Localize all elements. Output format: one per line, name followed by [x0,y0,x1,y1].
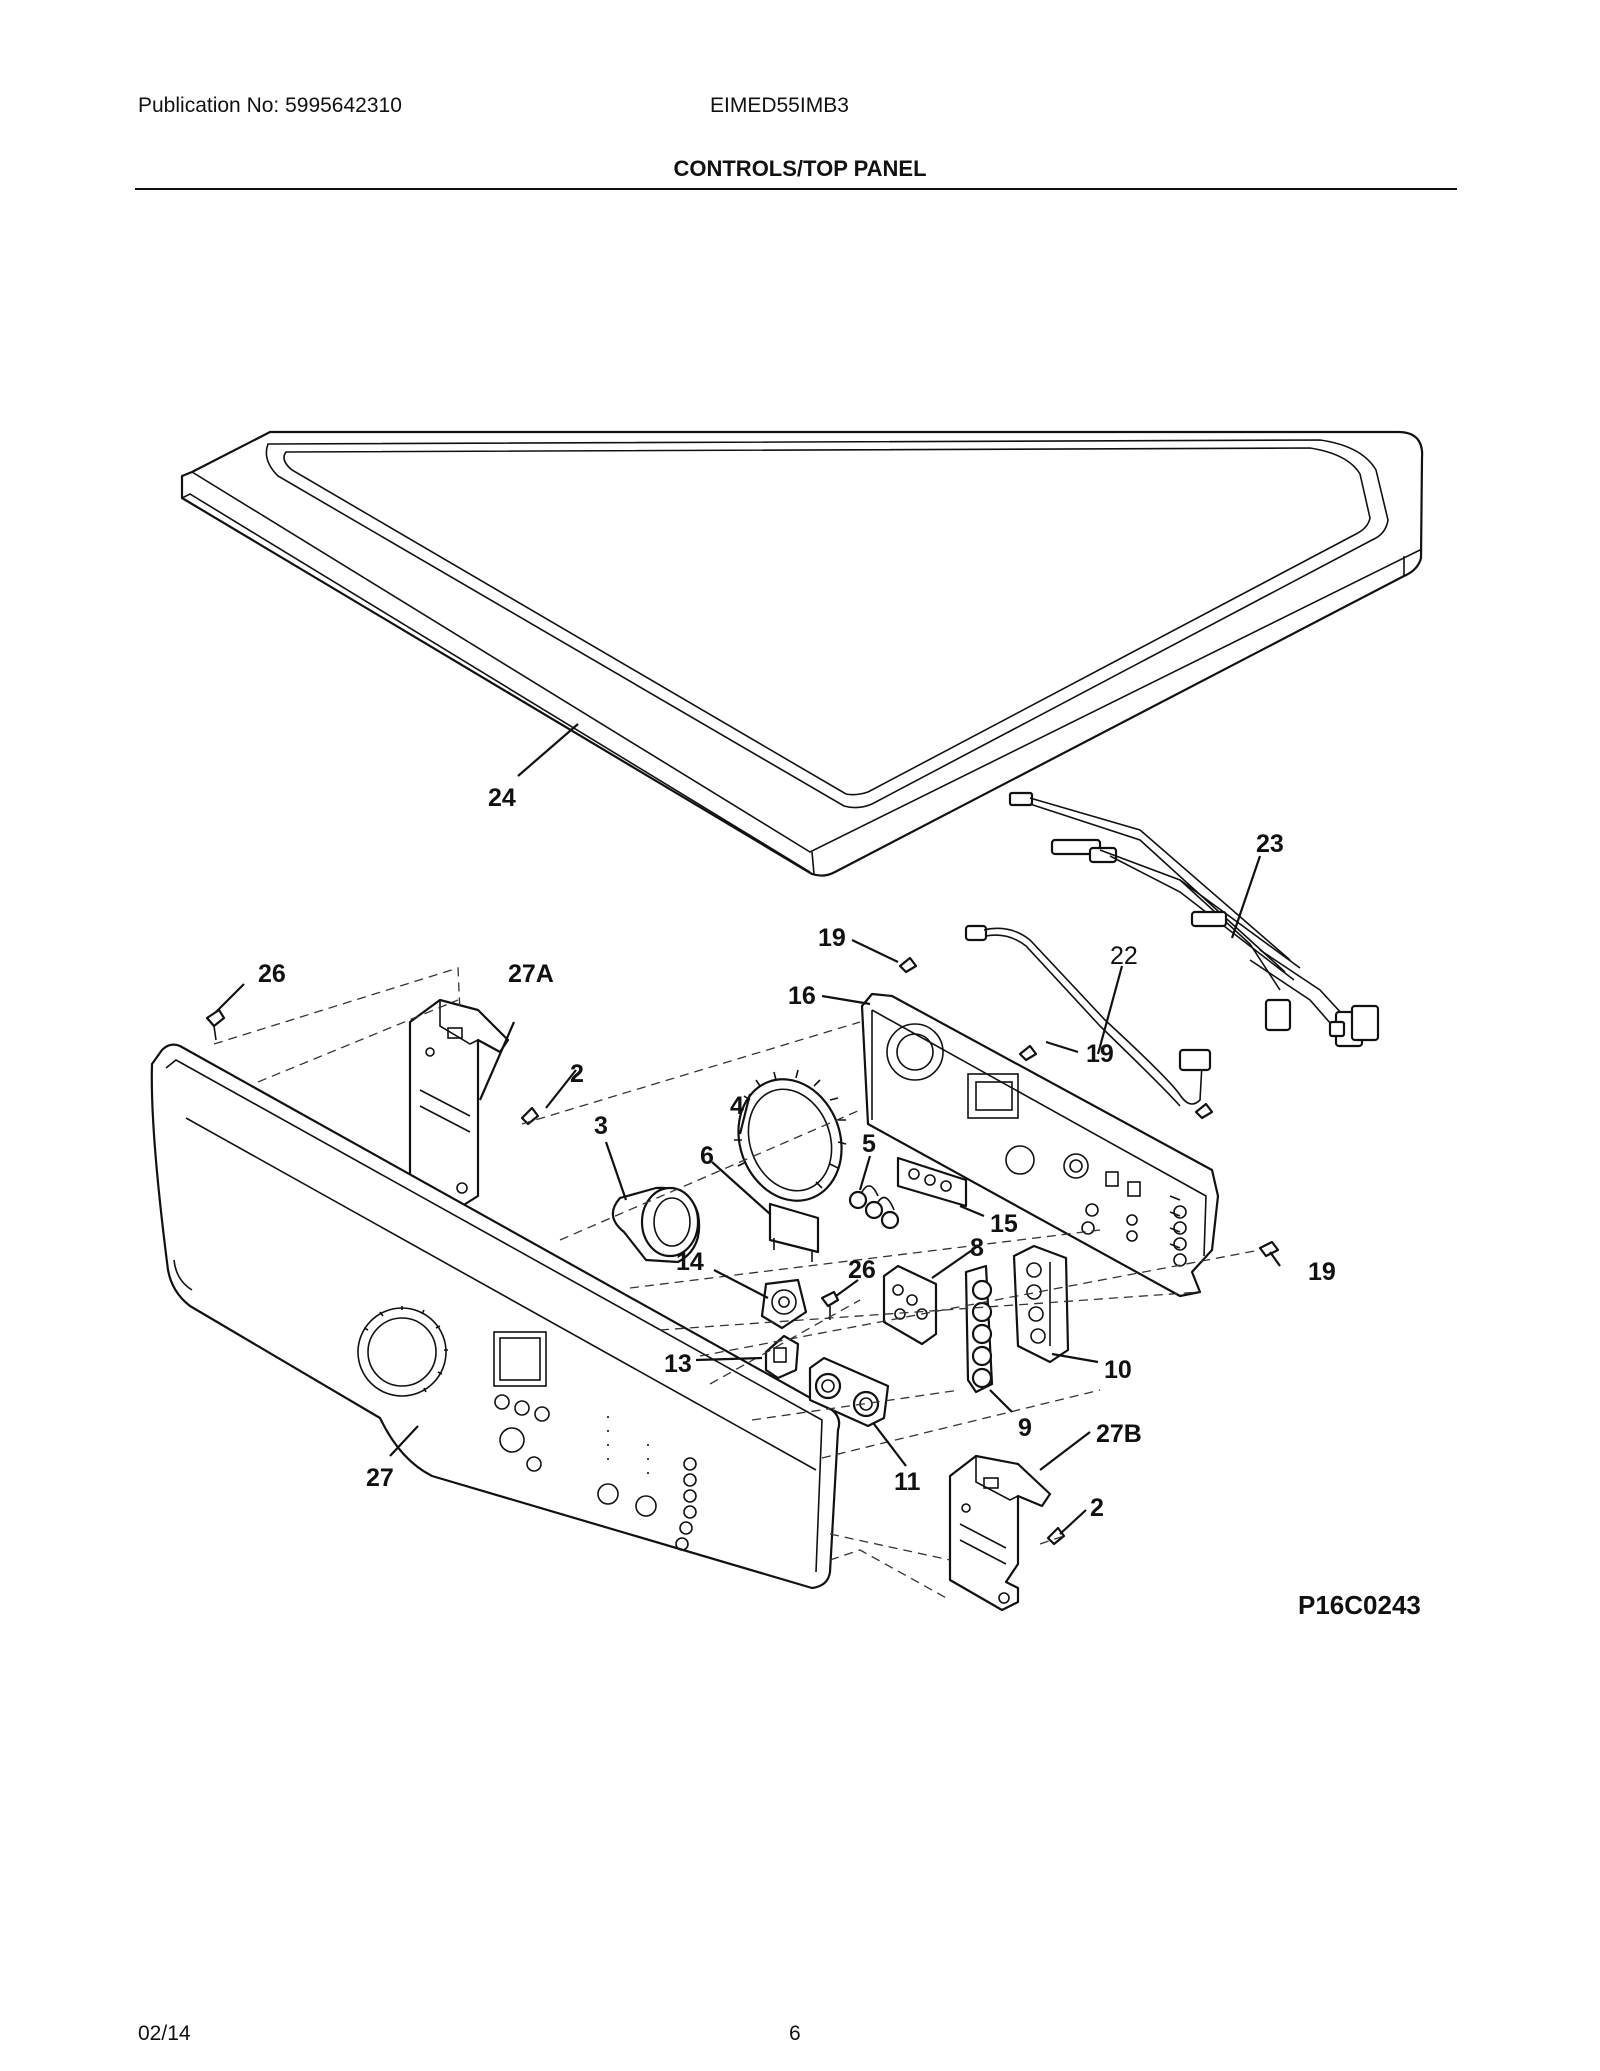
screw-2b-part [1046,1526,1066,1546]
callout-3: 3 [594,1112,608,1140]
button-set-8-part [882,1264,938,1346]
callout-19-top: 19 [818,924,846,952]
assembly-guide-lines [213,967,1261,1601]
callout-26-left: 26 [258,960,286,988]
page-title: CONTROLS/TOP PANEL [673,156,927,181]
screw-26a-part [205,1008,226,1041]
button-holder-15-part [896,1156,968,1208]
callout-19-middle: 19 [1086,1040,1114,1068]
screw-26b-part [820,1290,840,1320]
wire-part [964,924,1212,1107]
console-panel-part [150,1043,841,1590]
selector-14-part [760,1278,808,1330]
callout-22: 22 [1110,942,1138,970]
callout-13: 13 [664,1350,692,1378]
callout-27a: 27A [508,960,554,988]
switch-13-part [764,1334,800,1380]
revision-date: 02/14 [138,2022,191,2045]
callout-6: 6 [700,1142,714,1170]
top-panel-part [180,430,1424,877]
bracket-27b-part [948,1454,1052,1612]
knob-part [611,1186,701,1264]
callout-10: 10 [1104,1356,1132,1384]
callout-19-right: 19 [1308,1258,1336,1286]
control-board-part [860,992,1220,1298]
screw-19b-part [1018,1044,1038,1062]
callout-14: 14 [676,1248,704,1276]
callout-27: 27 [366,1464,394,1492]
callout-11: 11 [894,1468,921,1496]
bracket-27a-part [408,998,510,1208]
callout-9: 9 [1018,1414,1032,1442]
button-holder-10-part [1012,1244,1070,1364]
screw-19a-part [898,956,918,974]
button-column-9-part [964,1264,994,1394]
callout-8: 8 [970,1234,984,1262]
diagram-code: P16C0243 [1298,1590,1421,1620]
callout-2-lower: 2 [1090,1494,1104,1522]
light-ring-part [734,1069,847,1202]
screw-19c-part [1194,1102,1214,1120]
callout-15: 15 [990,1210,1018,1238]
leader-lines [215,723,1281,1535]
callout-5: 5 [862,1130,876,1158]
callout-4: 4 [730,1092,744,1120]
header-divider [135,188,1457,190]
callout-23: 23 [1256,830,1284,858]
model-number: EIMED55IMB3 [710,94,849,117]
callout-16: 16 [788,982,816,1010]
wire-harness-part [1008,791,1380,1048]
callout-26-right: 26 [848,1256,876,1284]
publication-number: Publication No: 5995642310 [138,94,402,117]
callout-24: 24 [488,784,516,812]
lens-part [768,1202,820,1262]
screw-19d-part [1258,1240,1280,1258]
page-number: 6 [789,2022,801,2045]
screw-2a-part [520,1106,540,1126]
callout-2-upper: 2 [570,1060,584,1088]
button-set-5-part [848,1185,900,1230]
button-set-11-part [808,1356,890,1428]
callout-27b: 27B [1096,1420,1142,1448]
